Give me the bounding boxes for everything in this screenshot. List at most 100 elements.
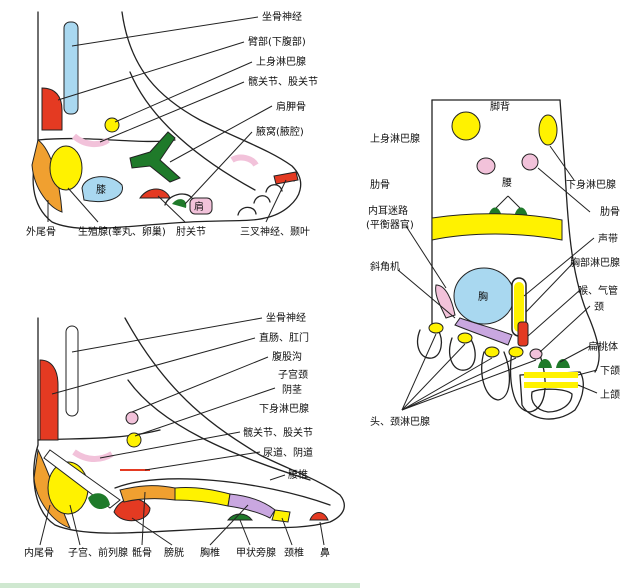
bottom-left-bladder-zone: [113, 498, 151, 522]
top-left-upper-lymph-label: 上身淋巴腺: [256, 55, 306, 68]
top-left-hip-label: 髋关节、股关节: [248, 75, 318, 88]
right-foot: 胸: [366, 99, 620, 428]
right-diaphragm-band: [431, 213, 563, 241]
top-left-reproductive-label: 生殖腺(睾丸、卵巢): [78, 225, 166, 238]
bottom-left-cervical-label: 颈椎: [284, 546, 304, 559]
right-lower-jaw-label: 下颌: [600, 364, 620, 377]
top-left-toes: [237, 175, 295, 216]
top-left-ankle-arc: [164, 193, 193, 206]
bottom-left-band: [43, 449, 121, 509]
bottom-left-lumbar-zone: [174, 487, 231, 507]
bottom-left-arch-curve: [114, 478, 331, 506]
bottom-left-foot: 坐骨神经 直肠、肛门 腹股沟 子宫颈 阴茎 下身淋巴腺 髋关节、股关节 尿道、阴…: [24, 311, 345, 559]
top-left-elbow-zone: [139, 188, 171, 199]
top-left-upper-lymph-zone: [104, 117, 120, 133]
top-left-coccyx-label: 外尾骨: [26, 226, 56, 238]
top-left-elbow-label: 肘关节: [176, 225, 206, 238]
right-leaders: [397, 145, 598, 411]
bottom-left-penis-label: 阴茎: [282, 384, 302, 396]
right-toe-dot-1: [428, 322, 444, 334]
bottom-left-uterus-cervix-label: 子宫颈: [278, 368, 308, 381]
right-upper-lymph-label: 上身淋巴腺: [370, 132, 420, 145]
bottom-left-leaders: [39, 317, 325, 546]
top-left-trigeminal-label: 三叉神经、颞叶: [240, 225, 310, 238]
top-left-shoulder-label: 肩: [194, 200, 204, 213]
right-lower-jaw-zone: [524, 372, 578, 378]
top-left-knee-zone: [81, 176, 123, 203]
right-rib-left-label: 肋骨: [370, 178, 390, 191]
right-tonsil-green-1: [538, 359, 552, 368]
bottom-left-foot-outline: [33, 317, 345, 534]
right-waist-label: 腰: [502, 177, 512, 189]
right-diaphragm-label: 斜角机: [370, 260, 400, 273]
top-left-scapula-label: 肩胛骨: [276, 100, 306, 113]
bottom-left-thoracic-zone: [227, 493, 276, 519]
top-left-sciatic-zone: [63, 21, 79, 115]
right-lower-lymph-label: 下身淋巴腺: [566, 178, 616, 191]
bottom-left-hip-zone: [72, 449, 114, 462]
right-toe-dot-4: [508, 346, 524, 358]
bottom-left-nose-zone: [309, 512, 329, 521]
right-inner-ear-label-2: (平衡器官): [366, 218, 414, 231]
bottom-left-parathyroid-label: 甲状旁腺: [236, 546, 276, 559]
top-left-sciatic-label: 坐骨神经: [262, 10, 302, 23]
right-toe-dot-3: [484, 346, 500, 358]
right-tonsil-green-2: [556, 359, 570, 368]
top-left-coccyx-zone: [31, 139, 63, 213]
bottom-left-groin-label: 腹股沟: [272, 350, 302, 363]
top-left-trigeminal-zone: [273, 171, 299, 185]
right-throat-zone: [517, 321, 529, 347]
right-inner-ear-label-1: 内耳迷路: [368, 204, 408, 217]
bottom-left-sciatic-label: 坐骨神经: [266, 311, 306, 324]
bottom-left-coccyx-label: 内尾骨: [24, 546, 54, 559]
right-neck-pink: [529, 348, 543, 360]
right-scapula-label: 脚背: [490, 100, 510, 113]
bottom-left-lower-lymph-label: 下身淋巴腺: [259, 402, 309, 415]
bottom-left-uterus-prostate-label: 子宫、前列腺: [68, 546, 128, 559]
bottom-accent-bar: [0, 583, 360, 588]
right-inner-ear-zone: [435, 284, 456, 319]
right-chest-label: 胸: [478, 290, 488, 303]
bottom-left-lumbar-label: 腰椎: [288, 468, 308, 481]
top-left-shoulder-zone: [189, 197, 213, 215]
top-left-hip-pink: [230, 154, 259, 167]
bottom-left-bladder-label: 膀胱: [164, 546, 184, 559]
right-chest-lymph-label: 胸部淋巴腺: [570, 256, 620, 269]
right-vocal-zone: [514, 282, 524, 332]
right-upper-lymph-zone: [451, 111, 481, 141]
top-left-leaders: [47, 16, 287, 223]
right-toe-dot-2: [457, 332, 473, 344]
top-left-diagonal: [129, 71, 256, 191]
bottom-left-diagonal: [127, 379, 311, 481]
right-foot-outline: [431, 99, 600, 373]
top-left-green-small: [172, 199, 187, 208]
bottom-left-urethra-label: 尿道、阴道: [263, 446, 313, 459]
bottom-left-sacrum-label: 骶骨: [132, 547, 152, 559]
right-upper-jaw-zone: [524, 382, 578, 388]
bottom-left-cervical-zone: [271, 509, 291, 523]
top-left-arm-label: 臂部(下腹部): [248, 35, 306, 48]
top-left-axilla-label: 腋窝(腋腔): [256, 125, 304, 138]
right-rib-right-zone: [521, 153, 539, 171]
right-upper-jaw-label: 上颌: [600, 388, 620, 401]
bottom-left-rectum-zone: [39, 359, 59, 441]
top-left-hip-zone: [71, 133, 110, 148]
bottom-left-sciatic-zone: [65, 325, 79, 417]
top-left-arm-zone: [41, 87, 63, 131]
right-lavender-band: [454, 317, 513, 346]
bottom-left-sacrum-zone: [119, 485, 176, 503]
right-rib-right-label: 肋骨: [600, 205, 620, 218]
right-waist-branch: [495, 195, 521, 209]
right-rib-left-zone: [476, 157, 496, 175]
right-throat-label: 喉、气管: [578, 284, 618, 297]
top-left-scapula-zone: [129, 131, 181, 183]
right-head-neck-lymph-label: 头、颈淋巴腺: [370, 415, 430, 428]
right-tonsil-label: 扁桃体: [588, 340, 618, 353]
top-left-foot: 膝 肩 坐骨神经 臂部(下腹部) 上身淋巴腺 髋关节、股关节 肩胛骨 腋窝(腋腔…: [26, 10, 318, 238]
top-left-foot-outline: [32, 11, 302, 230]
right-lower-lymph-zone: [538, 114, 558, 146]
top-left-reproductive-zone: [49, 145, 83, 191]
bottom-left-green-heel: [88, 493, 110, 510]
bottom-left-nose-label: 鼻: [320, 546, 330, 559]
